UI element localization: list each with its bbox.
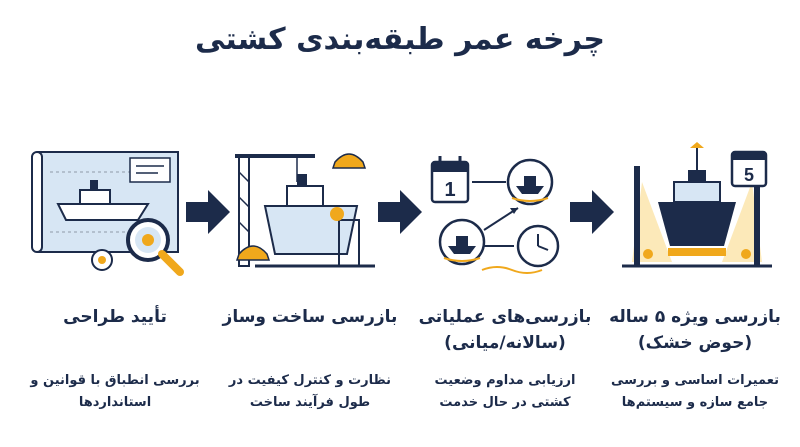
stage-label-construction-inspection: بازرسی ساخت وساز — [222, 307, 398, 327]
arrow-icon — [186, 188, 230, 236]
stage-desc-construction-inspection: نظارت و کنترل کیفیت در طول فرآیند ساخت — [228, 373, 392, 410]
arrow-icon — [570, 188, 614, 236]
stage-desc-design-approval: بررسی انطباق با قوانین و استانداردها — [30, 373, 200, 410]
page-title: چرخه عمر طبقه‌بندی کشتی — [195, 22, 605, 57]
calendar-number: 5 — [744, 165, 754, 185]
calendar-ship-clock-icon: 1 — [430, 156, 560, 274]
arrow-icon — [378, 188, 422, 236]
stage-desc-operational-inspections: ارزیابی مداوم وضعیت کشتی در حال خدمت — [434, 373, 576, 410]
blueprint-magnifier-icon — [31, 151, 184, 276]
stage-label-operational-inspections: بازرسی‌های عملیاتی (سالانه/میانی) — [418, 307, 592, 353]
stage-special-survey: 5 — [612, 142, 782, 282]
stage-label-design-approval: تأیید طراحی — [63, 307, 167, 327]
stage-design-approval — [30, 142, 200, 282]
stage-desc-special-survey: تعمیرات اساسی و بررسی جامع سازه و سیستم‌… — [611, 373, 779, 410]
drydock-ship-icon: 5 — [622, 142, 772, 268]
construction-crane-ship-icon — [235, 153, 375, 268]
stage-label-special-survey: بازرسی ویژه ۵ ساله (حوض خشک) — [609, 307, 781, 353]
calendar-number: 1 — [444, 179, 455, 201]
stage-operational-inspections: 1 — [422, 142, 592, 282]
stage-construction-inspection — [225, 142, 395, 282]
